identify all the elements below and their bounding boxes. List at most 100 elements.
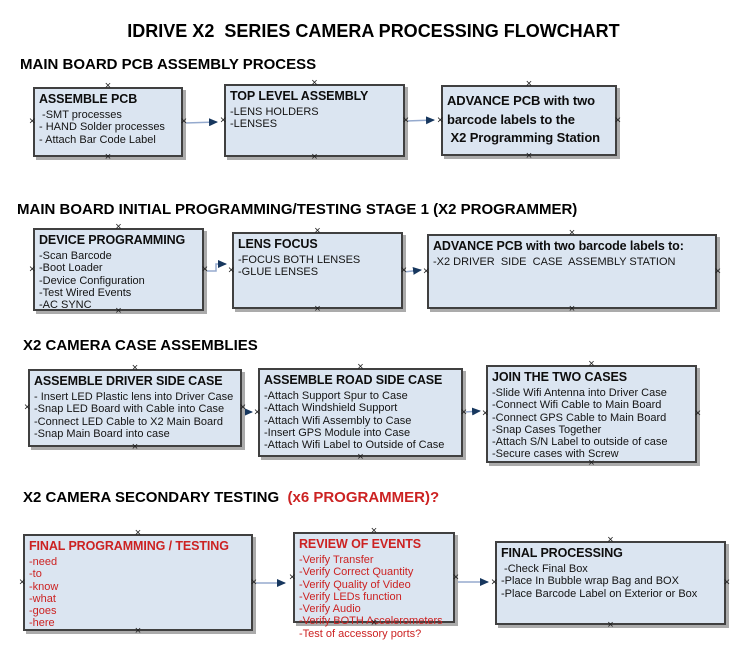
- section-heading-case-assemblies: X2 CAMERA CASE ASSEMBLIES: [23, 337, 258, 354]
- connection-point-icon: [588, 459, 594, 468]
- box-item: -SMT processes: [39, 109, 122, 121]
- box-title: ASSEMBLE ROAD SIDE CASE: [264, 373, 443, 387]
- connection-point-icon: [615, 116, 621, 125]
- connection-point-icon: [401, 266, 407, 275]
- flow-arrow: [184, 118, 218, 127]
- flow-box-advance-pcb-programming-station: ADVANCE PCB with two barcode labels to t…: [441, 85, 617, 156]
- flow-box-assemble-road-side-case: ASSEMBLE ROAD SIDE CASE -Attach Support …: [258, 368, 463, 457]
- flow-box-final-programming-testing: FINAL PROGRAMMING / TESTING -need -to -k…: [23, 534, 253, 631]
- box-item: -Boot Loader: [39, 262, 103, 275]
- connection-point-icon: [403, 116, 409, 125]
- box-item: -know: [29, 580, 59, 593]
- box-item: -Attach Wifi Label to Outside of Case: [264, 439, 445, 452]
- box-title: JOIN THE TWO CASES: [492, 370, 628, 384]
- flow-box-assemble-driver-side-case: ASSEMBLE DRIVER SIDE CASE - Insert LED P…: [28, 369, 242, 447]
- page-title: IDRIVE X2 SERIES CAMERA PROCESSING FLOWC…: [127, 21, 620, 41]
- flow-box-top-level-assembly: TOP LEVEL ASSEMBLY -LENS HOLDERS -LENSES: [224, 84, 405, 157]
- connection-point-icon: [105, 153, 111, 162]
- connection-point-icon: [724, 579, 730, 588]
- connection-point-icon: [115, 307, 121, 316]
- box-item: -Verify Quality of Video: [299, 578, 411, 591]
- box-item: -Verify Correct Quantity: [299, 566, 414, 579]
- connection-point-icon: [251, 578, 257, 587]
- connection-point-icon: [29, 118, 35, 127]
- box-item: -need: [29, 556, 58, 568]
- section-heading-initial-programming: MAIN BOARD INITIAL PROGRAMMING/TESTING S…: [17, 201, 578, 218]
- box-item: -Verify BOTH Accelerometers: [299, 615, 443, 628]
- box-item: -Snap Main Board into case: [34, 427, 170, 440]
- flow-arrow: [464, 407, 481, 416]
- box-item: -Attach Windshield Support: [264, 402, 398, 415]
- box-title: FINAL PROCESSING: [501, 546, 623, 560]
- box-item: -Connect LED Cable to X2 Main Board: [34, 415, 223, 428]
- box-item: -Place Barcode Label on Exterior or Box: [501, 587, 698, 600]
- section-heading-secondary-testing: X2 CAMERA SECONDARY TESTING (x6 PROGRAMM…: [23, 489, 439, 506]
- connection-point-icon: [202, 265, 208, 274]
- box-item: -LENS HOLDERS: [230, 106, 319, 118]
- flow-box-final-processing: FINAL PROCESSING -Check Final Box -Place…: [495, 541, 726, 625]
- connection-point-icon: [228, 266, 234, 275]
- connection-point-icon: [314, 305, 320, 314]
- box-item: -Snap Cases Together: [492, 423, 602, 436]
- connection-point-icon: [311, 153, 317, 162]
- connection-point-icon: [132, 443, 138, 452]
- connection-point-icon: [289, 573, 295, 582]
- connection-point-icon: [491, 579, 497, 588]
- flow-box-join-the-two-cases: JOIN THE TWO CASES -Slide Wifi Antenna i…: [486, 365, 697, 463]
- connection-point-icon: [357, 453, 363, 462]
- box-item: -Test Wired Events: [39, 286, 132, 299]
- box-item: -Connect Wifi Cable to Main Board: [492, 399, 662, 412]
- box-item: -Secure cases with Screw: [492, 448, 619, 461]
- connection-point-icon: [132, 364, 138, 373]
- connection-point-icon: [357, 363, 363, 372]
- connection-point-icon: [526, 152, 532, 161]
- box-item: -Attach Wifi Assembly to Case: [264, 414, 412, 427]
- flow-arrow: [205, 260, 227, 272]
- box-title: ASSEMBLE DRIVER SIDE CASE: [34, 374, 223, 388]
- box-title: TOP LEVEL ASSEMBLY: [230, 89, 369, 103]
- box-item: -Insert GPS Module into Case: [264, 426, 411, 439]
- box-item: - Attach Bar Code Label: [39, 133, 156, 146]
- flow-box-assemble-pcb: ASSEMBLE PCB -SMT processes - HAND Solde…: [33, 87, 183, 157]
- box-item: -Device Configuration: [39, 274, 145, 287]
- connection-point-icon: [715, 267, 721, 276]
- connection-point-icon: [240, 404, 246, 413]
- section-heading-pcb-assembly: MAIN BOARD PCB ASSEMBLY PROCESS: [20, 56, 317, 73]
- flow-box-device-programming: DEVICE PROGRAMMING -Scan Barcode -Boot L…: [33, 228, 204, 311]
- flow-box-review-of-events: REVIEW OF EVENTS -Verify Transfer -Verif…: [293, 532, 455, 640]
- section-heading-red-text: (x6 PROGRAMMER)?: [279, 489, 440, 506]
- connection-point-icon: [135, 529, 141, 538]
- connection-point-icon: [19, 578, 25, 587]
- box-item: -goes: [29, 605, 57, 618]
- connection-point-icon: [695, 410, 701, 419]
- connection-point-icon: [607, 621, 613, 630]
- box-item: -Attach Support Spur to Case: [264, 390, 408, 402]
- box-item: -Check Final Box: [501, 563, 588, 575]
- box-item: -Connect GPS Cable to Main Board: [492, 411, 667, 424]
- box-item: -here: [29, 617, 55, 630]
- box-item: -LENSES: [230, 118, 278, 131]
- box-item: -Verify Audio: [299, 603, 361, 616]
- connection-point-icon: [461, 408, 467, 417]
- connection-point-icon: [311, 79, 317, 88]
- connection-point-icon: [220, 116, 226, 125]
- box-item: -Attach S/N Label to outside of case: [492, 436, 668, 449]
- flow-box-lens-focus: LENS FOCUS -FOCUS BOTH LENSES -GLUE LENS…: [232, 232, 403, 309]
- box-item: - Insert LED Plastic lens into Driver Ca…: [34, 391, 234, 403]
- connection-point-icon: [115, 223, 121, 232]
- box-item: -AC SYNC: [39, 299, 92, 312]
- box-item: -Place In Bubble wrap Bag and BOX: [501, 575, 679, 588]
- box-item: -Verify LEDs function: [299, 590, 402, 603]
- connection-point-icon: [254, 408, 260, 417]
- flow-box-advance-pcb-case-assembly: ADVANCE PCB with two barcode labels to: …: [427, 234, 717, 309]
- connection-point-icon: [423, 267, 429, 276]
- connection-point-icon: [371, 619, 377, 628]
- box-title: ASSEMBLE PCB: [39, 92, 138, 106]
- connection-point-icon: [135, 627, 141, 636]
- box-item: -Snap LED Board with Cable into Case: [34, 403, 225, 416]
- connection-point-icon: [24, 404, 30, 413]
- box-item: -FOCUS BOTH LENSES: [238, 254, 361, 266]
- section-heading-text: X2 CAMERA SECONDARY TESTING: [23, 489, 280, 506]
- box-item: -what: [29, 592, 56, 605]
